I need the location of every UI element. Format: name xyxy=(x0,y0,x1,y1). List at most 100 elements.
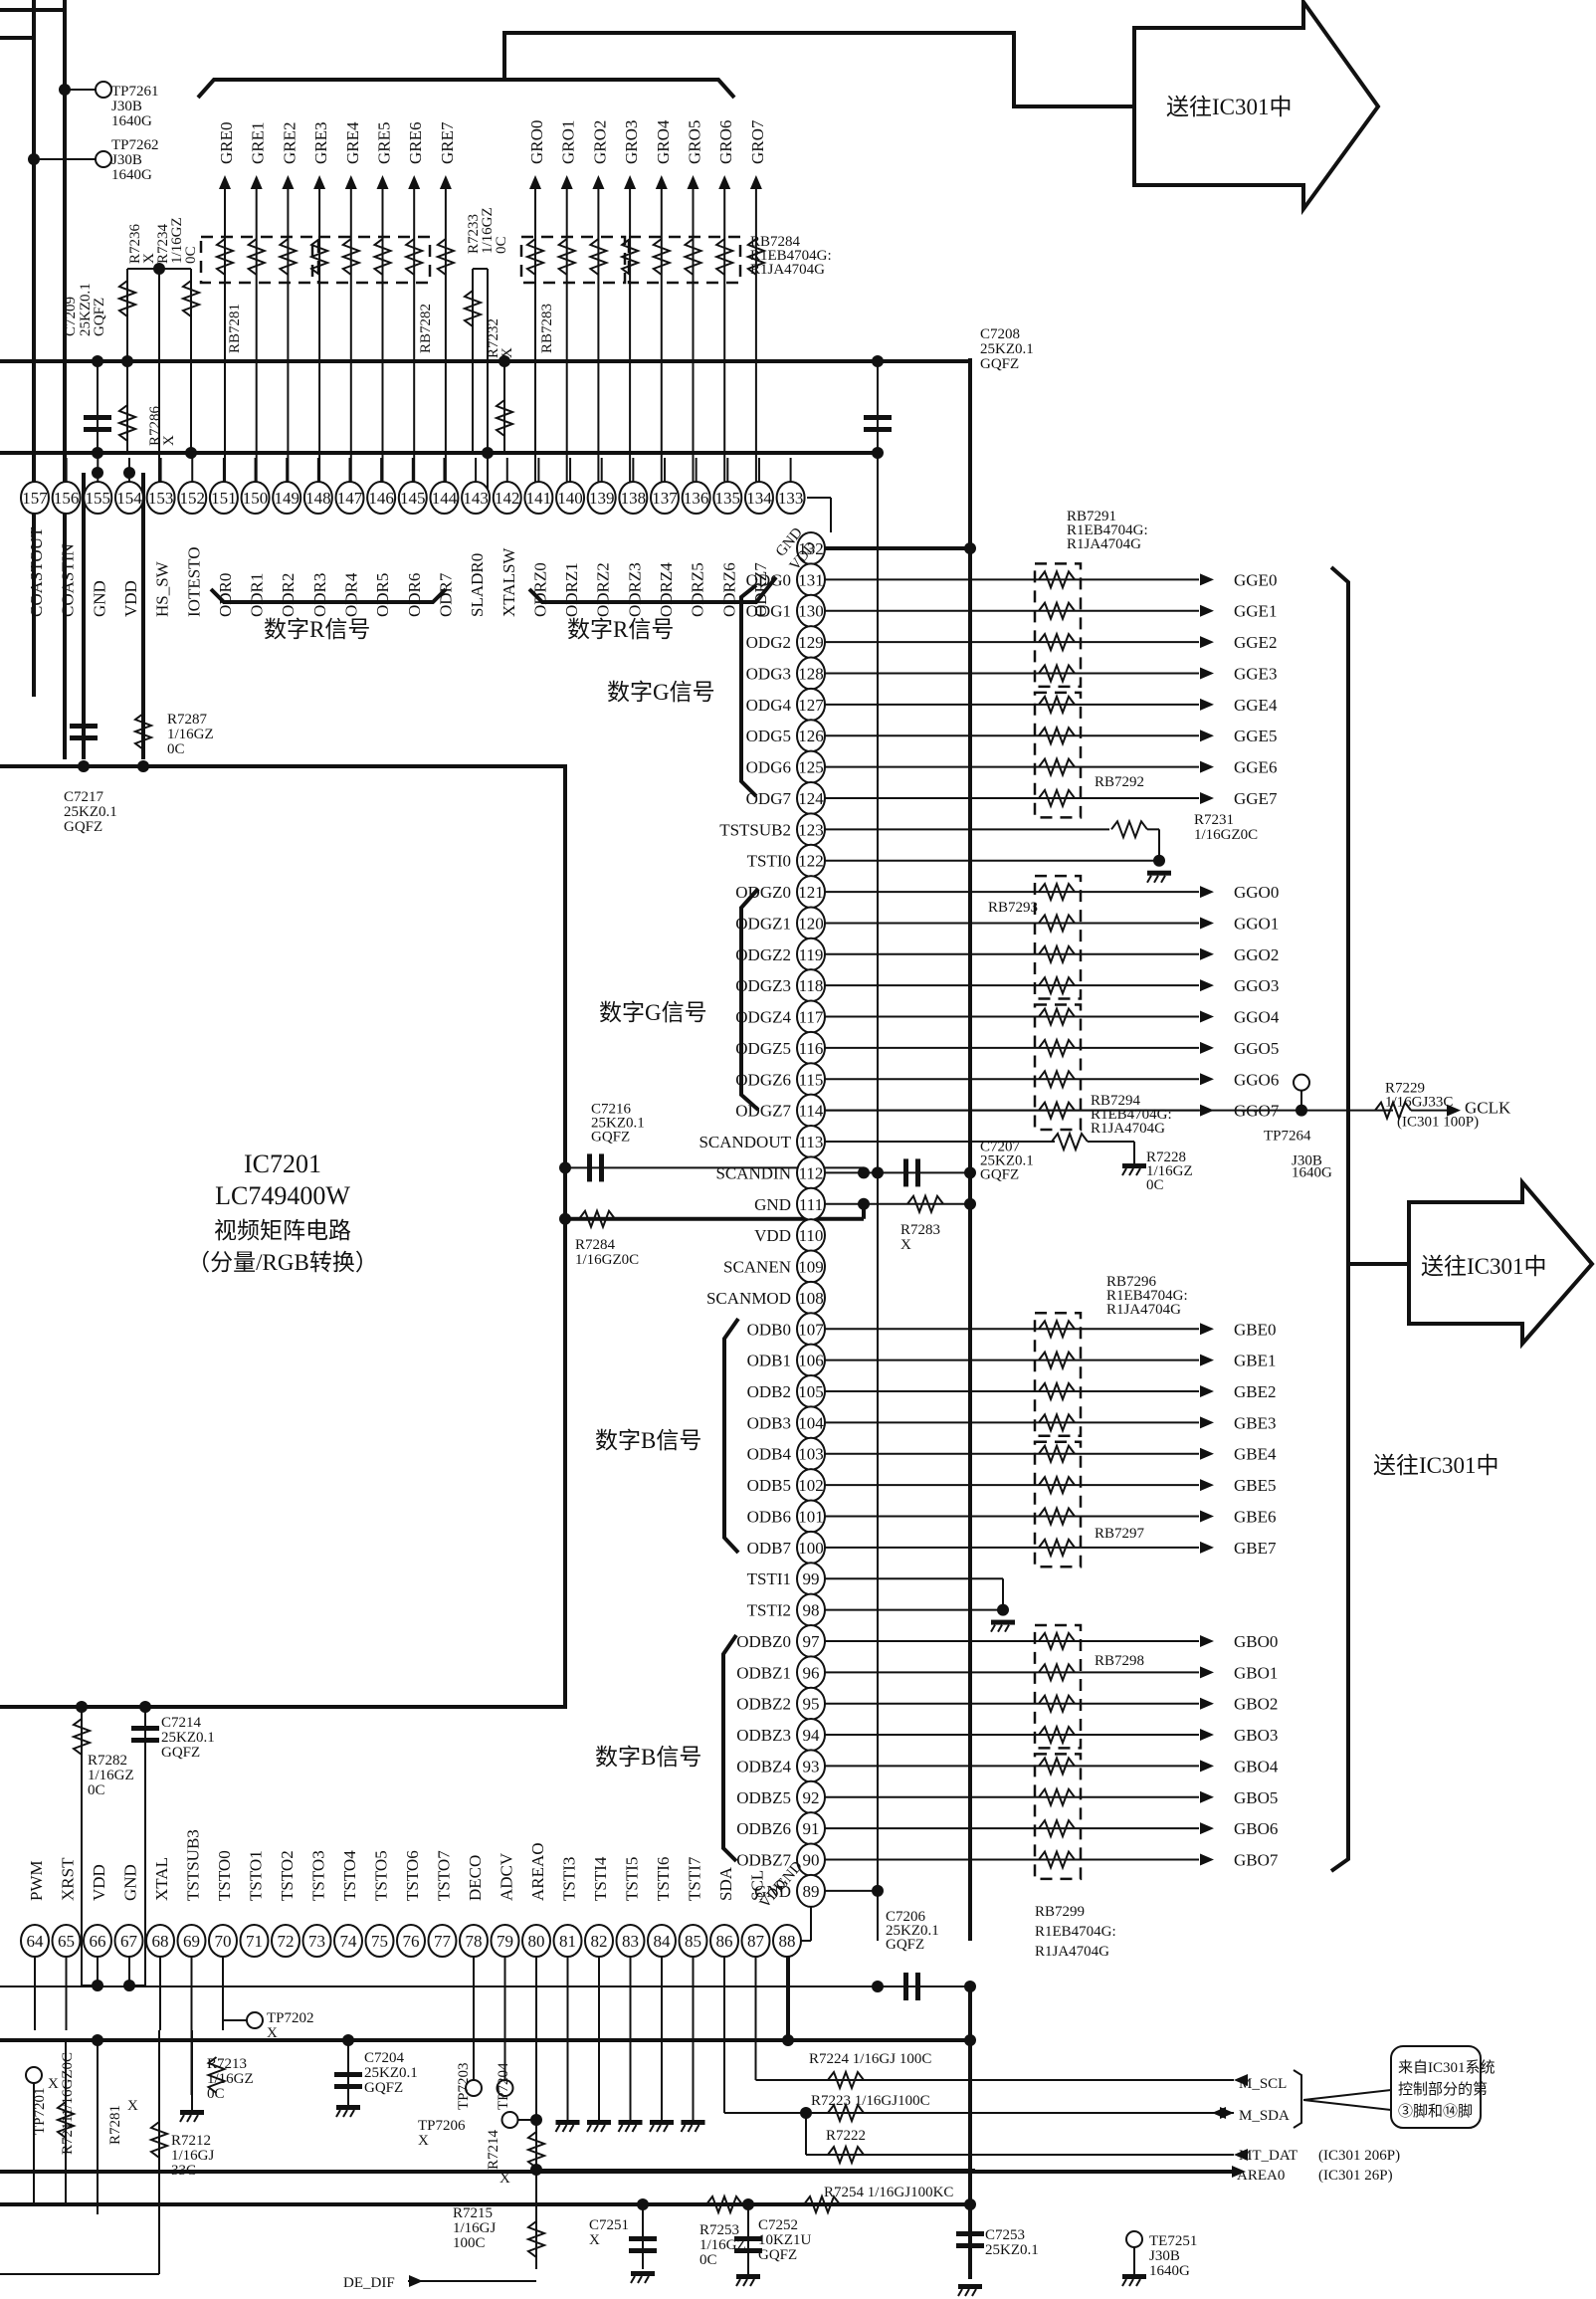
c7253-label: 25KZ0.1 xyxy=(985,2242,1039,2258)
ground-icon xyxy=(618,2120,643,2125)
resistor-icon xyxy=(71,1718,93,1756)
bottom-pin-number: 66 xyxy=(90,1932,106,1951)
ground-icon xyxy=(637,2275,643,2284)
arrow-right-icon xyxy=(1200,1760,1214,1773)
resistor-icon xyxy=(1038,1724,1076,1746)
r7284-label: 1/16GZ0C xyxy=(575,1252,639,1268)
r7231-label: 1/16GZ0C xyxy=(1194,827,1258,843)
junction-dot xyxy=(92,355,103,367)
r7228-label: R7228 xyxy=(1146,1150,1186,1165)
arrow-left-icon xyxy=(1234,2074,1248,2086)
ground-icon xyxy=(971,2288,977,2297)
top-pin-number: 149 xyxy=(274,489,299,508)
top-pin-number: 155 xyxy=(86,489,111,508)
top-pin-number: 142 xyxy=(495,489,520,508)
ground-icon xyxy=(656,2124,662,2133)
ground-icon xyxy=(554,2124,561,2133)
r7234-label: 1/16GZ xyxy=(169,217,185,264)
io-note: (IC301 206P) xyxy=(1318,2148,1400,2164)
resistor-icon xyxy=(705,2194,743,2215)
junction-dot xyxy=(964,1166,976,1179)
c7217-label: GQFZ xyxy=(64,819,102,835)
r7215-label: R7215 xyxy=(453,2205,493,2221)
r7212-label: 1/16GJ xyxy=(171,2148,215,2164)
resistor-icon xyxy=(1038,1349,1076,1371)
pin-circle xyxy=(302,481,333,515)
group-label: 数字B信号 xyxy=(595,1428,701,1453)
output-label: GBO1 xyxy=(1234,1663,1278,1682)
ground-icon xyxy=(650,2120,674,2125)
output-gro: GRO5 xyxy=(686,120,704,164)
ground-icon xyxy=(749,2278,755,2287)
right-pin-name: ODBZ5 xyxy=(736,1788,791,1807)
output-label: GBO7 xyxy=(1234,1851,1279,1870)
group-label: 数字R信号 xyxy=(264,617,370,642)
test-point-icon xyxy=(246,2011,264,2029)
right-pin-number: 91 xyxy=(803,1819,820,1838)
right-pin-name: ODBZ2 xyxy=(736,1695,791,1714)
callout-text: 控制部分的第 xyxy=(1398,2080,1488,2098)
capacitor-icon xyxy=(84,427,111,432)
output-label: GBO2 xyxy=(1234,1695,1278,1714)
junction-dot xyxy=(92,2034,103,2046)
ground-icon xyxy=(997,1624,1003,1633)
rb7294-label: R1EB4704G: xyxy=(1091,1107,1172,1123)
right-pin-name: VDD xyxy=(754,1226,791,1245)
ground-icon xyxy=(990,1624,996,1633)
callout-box xyxy=(1390,2045,1482,2129)
pin-circle xyxy=(615,1924,646,1958)
r7229-label: R7229 xyxy=(1385,1081,1425,1097)
bottom-pin-name: TSTI5 xyxy=(623,1857,642,1901)
c7252-label: GQFZ xyxy=(758,2247,797,2263)
resistor-icon xyxy=(55,2101,77,2139)
c7216-label: GQFZ xyxy=(591,1129,630,1145)
ground-icon xyxy=(617,2124,624,2133)
junction-dot xyxy=(76,1701,88,1713)
junction-dot xyxy=(92,467,103,479)
arrow-right-icon xyxy=(1200,730,1214,742)
arrow-left-icon xyxy=(1234,2149,1248,2161)
output-label: GGO1 xyxy=(1234,914,1279,933)
rb7292-label: RB7292 xyxy=(1095,774,1144,790)
resistor-icon xyxy=(1038,1037,1076,1059)
c7252-label: 10KZ1U xyxy=(758,2232,811,2248)
resistor-icon xyxy=(524,238,546,276)
top-pin-name: ODR5 xyxy=(373,573,392,617)
test-point-icon xyxy=(25,2066,43,2084)
tp7202-label: X xyxy=(267,2025,278,2041)
io-signal: M_SCL xyxy=(1239,2076,1287,2092)
right-pin-name: ODB1 xyxy=(747,1352,791,1370)
top-pin-number: 148 xyxy=(305,489,331,508)
resistor-icon xyxy=(1038,1630,1076,1652)
capacitor-icon xyxy=(84,415,111,420)
bottom-pin-name: TSTO1 xyxy=(247,1850,266,1901)
right-pin-number: 94 xyxy=(803,1726,821,1745)
pin-circle xyxy=(647,1924,677,1958)
capacitor-icon xyxy=(864,415,892,420)
output-label: GGE6 xyxy=(1234,758,1277,777)
bottom-pin-number: 84 xyxy=(654,1932,672,1951)
pin-circle xyxy=(709,1924,739,1958)
tp7204-label: TP7204 xyxy=(496,2062,511,2110)
pin-circle xyxy=(20,1924,50,1958)
callout-text: ③脚和⑭脚 xyxy=(1398,2103,1473,2120)
junction-dot xyxy=(872,355,884,367)
right-pin-number: 124 xyxy=(798,789,824,808)
top-pin-name: ODRZ5 xyxy=(689,562,707,617)
right-pin-number: 99 xyxy=(803,1569,820,1588)
output-label: GBE0 xyxy=(1234,1320,1277,1339)
resistor-icon xyxy=(1038,1817,1076,1840)
arrow-right-icon xyxy=(1200,760,1214,773)
pin-circle xyxy=(366,481,397,515)
r7233-label: 0C xyxy=(494,236,509,254)
pin-circle xyxy=(113,1924,144,1958)
pin-circle xyxy=(272,481,302,515)
output-gre: GRE0 xyxy=(217,122,236,165)
arrow-up-icon xyxy=(313,175,326,189)
junction-dot xyxy=(499,355,510,367)
right-pin-name: GND xyxy=(754,1882,791,1901)
resistor-icon xyxy=(587,238,610,276)
bottom-pin-name: TSTO6 xyxy=(403,1850,422,1901)
ground-icon xyxy=(1128,1167,1134,1176)
right-pin-name: ODG0 xyxy=(746,570,791,589)
